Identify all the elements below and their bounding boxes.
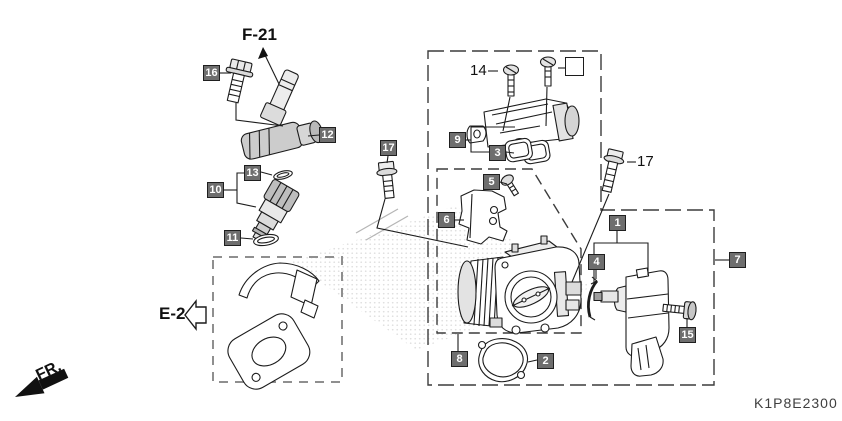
part-5-screw-drawing[interactable] bbox=[499, 173, 521, 198]
callout-11[interactable]: 11 bbox=[224, 230, 241, 246]
callout-1[interactable]: 1 bbox=[609, 215, 626, 231]
leader-lines bbox=[220, 52, 729, 363]
ref-link-f21[interactable]: F-21 bbox=[242, 25, 277, 44]
watermark-pattern bbox=[292, 206, 593, 350]
part-8-throttle-body-drawing[interactable] bbox=[457, 235, 582, 335]
callout-12[interactable]: 12 bbox=[319, 127, 336, 143]
callout-3[interactable]: 3 bbox=[489, 145, 506, 161]
f21-arrowhead bbox=[258, 47, 268, 59]
part-13-oring-drawing[interactable] bbox=[273, 169, 293, 181]
part-1-sensor-drawing[interactable] bbox=[593, 267, 670, 377]
part-14-screw-drawing[interactable] bbox=[502, 64, 520, 97]
callout-4[interactable]: 4 bbox=[588, 254, 605, 270]
callout-16[interactable]: 16 bbox=[203, 65, 220, 81]
part-17-bolt-left-drawing[interactable] bbox=[376, 160, 400, 199]
callout-8[interactable]: 8 bbox=[451, 351, 468, 367]
callout-7[interactable]: 7 bbox=[729, 252, 746, 268]
part-3-gasket-drawing[interactable] bbox=[504, 135, 551, 168]
ref-link-e2[interactable]: E-2 bbox=[159, 304, 186, 323]
callout-5[interactable]: 5 bbox=[483, 174, 500, 190]
part-17-bolt-right-drawing[interactable] bbox=[597, 148, 626, 193]
callout-10[interactable]: 10 bbox=[207, 182, 224, 198]
label-17: 17 bbox=[637, 153, 654, 170]
group-outline-main bbox=[427, 50, 715, 386]
callout-17-left[interactable]: 17 bbox=[380, 140, 397, 156]
e2-arrow bbox=[184, 298, 207, 332]
label-14: 14 bbox=[470, 62, 487, 79]
part-9-iacv-drawing[interactable] bbox=[466, 98, 580, 148]
diagram-part-code: K1P8E2300 bbox=[754, 395, 838, 411]
part-insulator-drawing[interactable] bbox=[223, 262, 320, 394]
group-outline-e2 bbox=[212, 256, 343, 383]
part-14-screw-b-drawing[interactable] bbox=[539, 56, 557, 87]
part-16-flange-bolt-drawing[interactable] bbox=[219, 58, 255, 105]
fr-arrow bbox=[15, 368, 69, 397]
unnumbered-callout-box[interactable] bbox=[565, 57, 584, 76]
part-6-bracket-drawing[interactable] bbox=[458, 189, 508, 245]
callout-2[interactable]: 2 bbox=[537, 353, 554, 369]
callout-6[interactable]: 6 bbox=[438, 212, 455, 228]
part-2-gasket-drawing[interactable] bbox=[477, 338, 529, 383]
callout-9[interactable]: 9 bbox=[449, 132, 466, 148]
part-12-ignition-coil-drawing[interactable] bbox=[240, 67, 325, 160]
callout-15[interactable]: 15 bbox=[679, 327, 696, 343]
part-11-oring-drawing[interactable] bbox=[253, 233, 279, 248]
callout-13[interactable]: 13 bbox=[244, 165, 261, 181]
